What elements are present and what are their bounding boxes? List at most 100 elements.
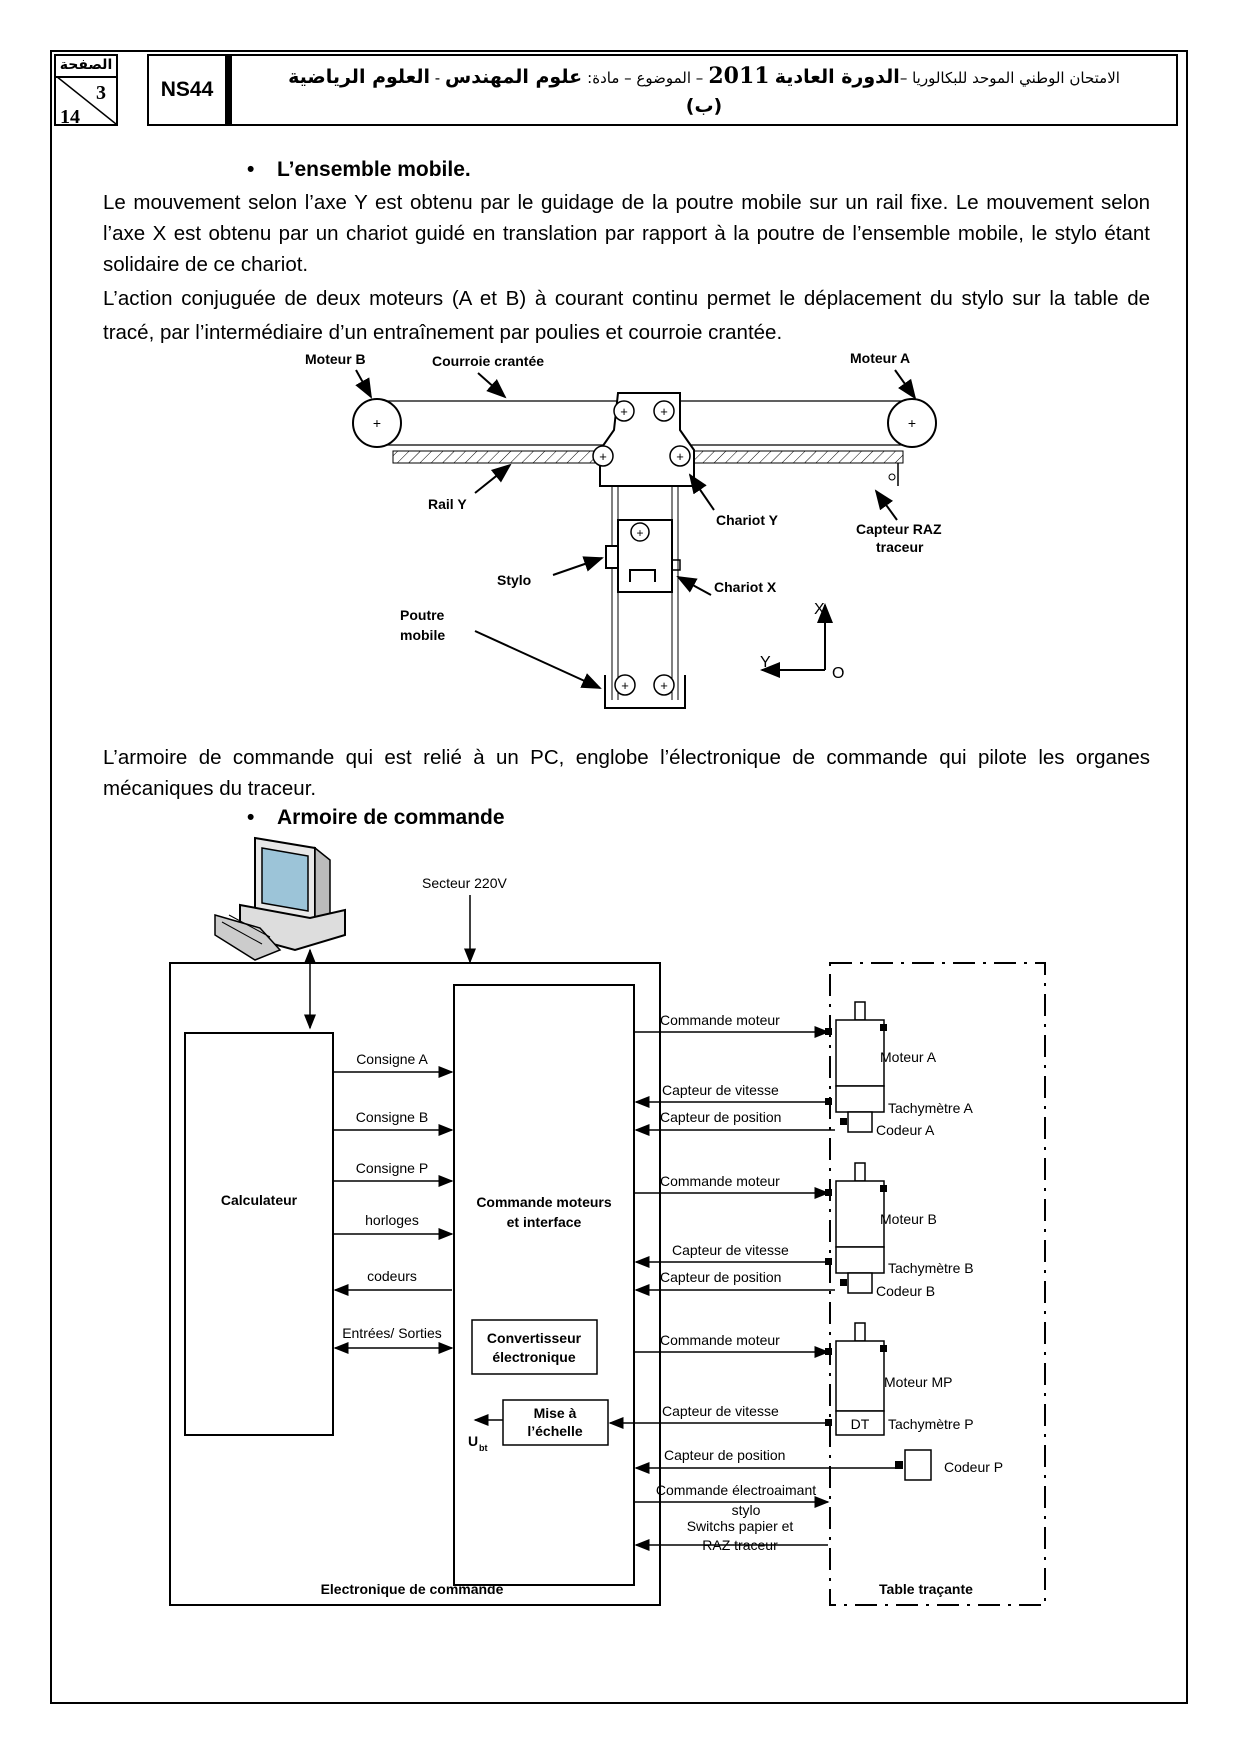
label-cmd-moteur-a: Commande moteur — [660, 1012, 780, 1028]
calculateur-box — [184, 1032, 334, 1436]
label-ubt-sub: bt — [479, 1443, 488, 1453]
label-conv-1: Convertisseur — [487, 1330, 582, 1346]
mobile-assembly-diagram: + + + + + + + + + Moteur B Courroie cran… — [305, 350, 942, 709]
computer-icon — [214, 836, 346, 961]
label-courroie: Courroie crantée — [432, 353, 544, 369]
label-tachy-a: Tachymètre A — [888, 1100, 973, 1116]
label-poutre: Poutre — [400, 607, 445, 623]
label-chariot-x: Chariot X — [714, 579, 777, 595]
svg-text:+: + — [676, 449, 684, 464]
page-number: 3 — [96, 82, 106, 104]
label-codeur-p: Codeur P — [944, 1459, 1003, 1475]
section1-text: Le mouvement selon l’axe Y est obtenu pa… — [103, 187, 1150, 350]
commande-box — [453, 984, 635, 1586]
label-table: Table traçante — [879, 1581, 973, 1597]
pulley-b — [352, 398, 402, 448]
svg-text:+: + — [621, 678, 629, 693]
label-conv-2: électronique — [492, 1349, 575, 1365]
section1-heading: • L’ensemble mobile. — [247, 158, 471, 182]
title-sep: - — [430, 69, 445, 87]
title-part1: الامتحان الوطني الموحد للبكالوريا – — [899, 69, 1120, 87]
page-label: الصفحة — [56, 56, 116, 78]
label-commande-1: Commande moteurs — [476, 1194, 612, 1210]
label-electronique: Electronique de commande — [321, 1581, 504, 1597]
label-rail-y: Rail Y — [428, 496, 467, 512]
convertisseur-box — [471, 1319, 598, 1375]
label-moteur-b: Moteur B — [305, 351, 366, 367]
poutre-end — [604, 675, 686, 709]
label-poutre-2: mobile — [400, 627, 445, 643]
mise-echelle-box — [502, 1399, 609, 1446]
section2-heading-text: Armoire de commande — [277, 806, 505, 829]
label-dt: DT — [851, 1416, 870, 1432]
section1-para1: Le mouvement selon l’axe Y est obtenu pa… — [103, 191, 1150, 276]
title-track: العلوم الرياضية — [288, 66, 431, 88]
electronique-box — [169, 962, 661, 1606]
bullet-icon: • — [247, 158, 255, 181]
codeur-p-symbol — [904, 1449, 932, 1481]
section2-heading: • Armoire de commande — [247, 806, 505, 830]
label-vitesse-a: Capteur de vitesse — [662, 1082, 779, 1098]
label-moteur-b: Moteur B — [880, 1211, 937, 1227]
label-consigne-a: Consigne A — [356, 1051, 428, 1067]
exam-code: NS44 — [147, 54, 227, 126]
svg-text:+: + — [660, 404, 668, 419]
page-diagonal — [56, 76, 116, 124]
table-box — [829, 962, 1046, 1606]
section2-text: L’armoire de commande qui est relié à un… — [103, 746, 1150, 800]
label-tachy-p: Tachymètre P — [888, 1416, 974, 1432]
axis-o-label: O — [832, 665, 844, 682]
stylo-body — [605, 545, 619, 569]
raz-sensor — [888, 473, 896, 481]
exam-title: الامتحان الوطني الموحد للبكالوريا –الدور… — [227, 54, 1178, 126]
page-total: 14 — [60, 106, 80, 128]
label-consigne-b: Consigne B — [356, 1109, 428, 1125]
label-mise-2: l’échelle — [527, 1423, 582, 1439]
label-entrees: Entrées/ Sorties — [342, 1325, 442, 1341]
label-consigne-p: Consigne P — [356, 1160, 428, 1176]
label-capteur-raz: Capteur RAZ — [856, 521, 942, 537]
label-codeur-a: Codeur A — [876, 1122, 935, 1138]
label-capteur-raz-2: traceur — [876, 539, 924, 555]
title-year: 2011 — [708, 63, 770, 89]
label-codeurs: codeurs — [367, 1268, 417, 1284]
label-position-a: Capteur de position — [660, 1109, 781, 1125]
label-vitesse-b: Capteur de vitesse — [672, 1242, 789, 1258]
label-commande-2: et interface — [507, 1214, 582, 1230]
label-ubt: U — [468, 1433, 478, 1449]
label-switchs-1: Switchs papier et — [687, 1518, 794, 1534]
moteur-a-symbol — [825, 1001, 887, 1133]
svg-text:+: + — [599, 449, 607, 464]
svg-text:+: + — [620, 404, 628, 419]
axis-y-label: Y — [760, 654, 771, 671]
label-moteur-a: Moteur A — [880, 1049, 937, 1065]
axis-x-label: X — [814, 601, 825, 618]
label-tachy-b: Tachymètre B — [888, 1260, 974, 1276]
label-cmd-moteur-p: Commande moteur — [660, 1332, 780, 1348]
title-part2: – الموضوع – مادة: — [587, 69, 704, 87]
label-chariot-y: Chariot Y — [716, 512, 779, 528]
page-border — [50, 50, 1188, 1704]
label-position-p: Capteur de position — [664, 1447, 785, 1463]
section1-heading-text: L’ensemble mobile. — [277, 158, 471, 181]
label-switchs-2: RAZ traceur — [702, 1537, 778, 1553]
section1-para2: L’action conjuguée de deux moteurs (A et… — [103, 287, 1150, 344]
moteur-b-symbol — [825, 1162, 887, 1294]
label-cmd-moteur-b: Commande moteur — [660, 1173, 780, 1189]
page-number-box: الصفحة 3 14 — [54, 54, 118, 128]
label-codeur-b: Codeur B — [876, 1283, 935, 1299]
title-session: الدورة العادية — [774, 66, 900, 88]
title-option: (ب) — [685, 95, 723, 117]
title-subject: علوم المهندس — [444, 66, 583, 88]
label-calculateur: Calculateur — [221, 1192, 298, 1208]
label-vitesse-p: Capteur de vitesse — [662, 1403, 779, 1419]
label-moteur-a: Moteur A — [850, 350, 910, 366]
label-stylo: Stylo — [497, 572, 531, 588]
label-moteur-mp: Moteur MP — [884, 1374, 952, 1390]
label-electro-1: Commande électroaimant — [656, 1482, 816, 1498]
control-cabinet-diagram: Secteur 220V Calculateur Commande moteur… — [169, 836, 1046, 1606]
bullet-icon: • — [247, 806, 255, 829]
label-secteur: Secteur 220V — [422, 875, 507, 891]
svg-text:+: + — [373, 415, 381, 431]
label-electro-2: stylo — [732, 1502, 761, 1518]
